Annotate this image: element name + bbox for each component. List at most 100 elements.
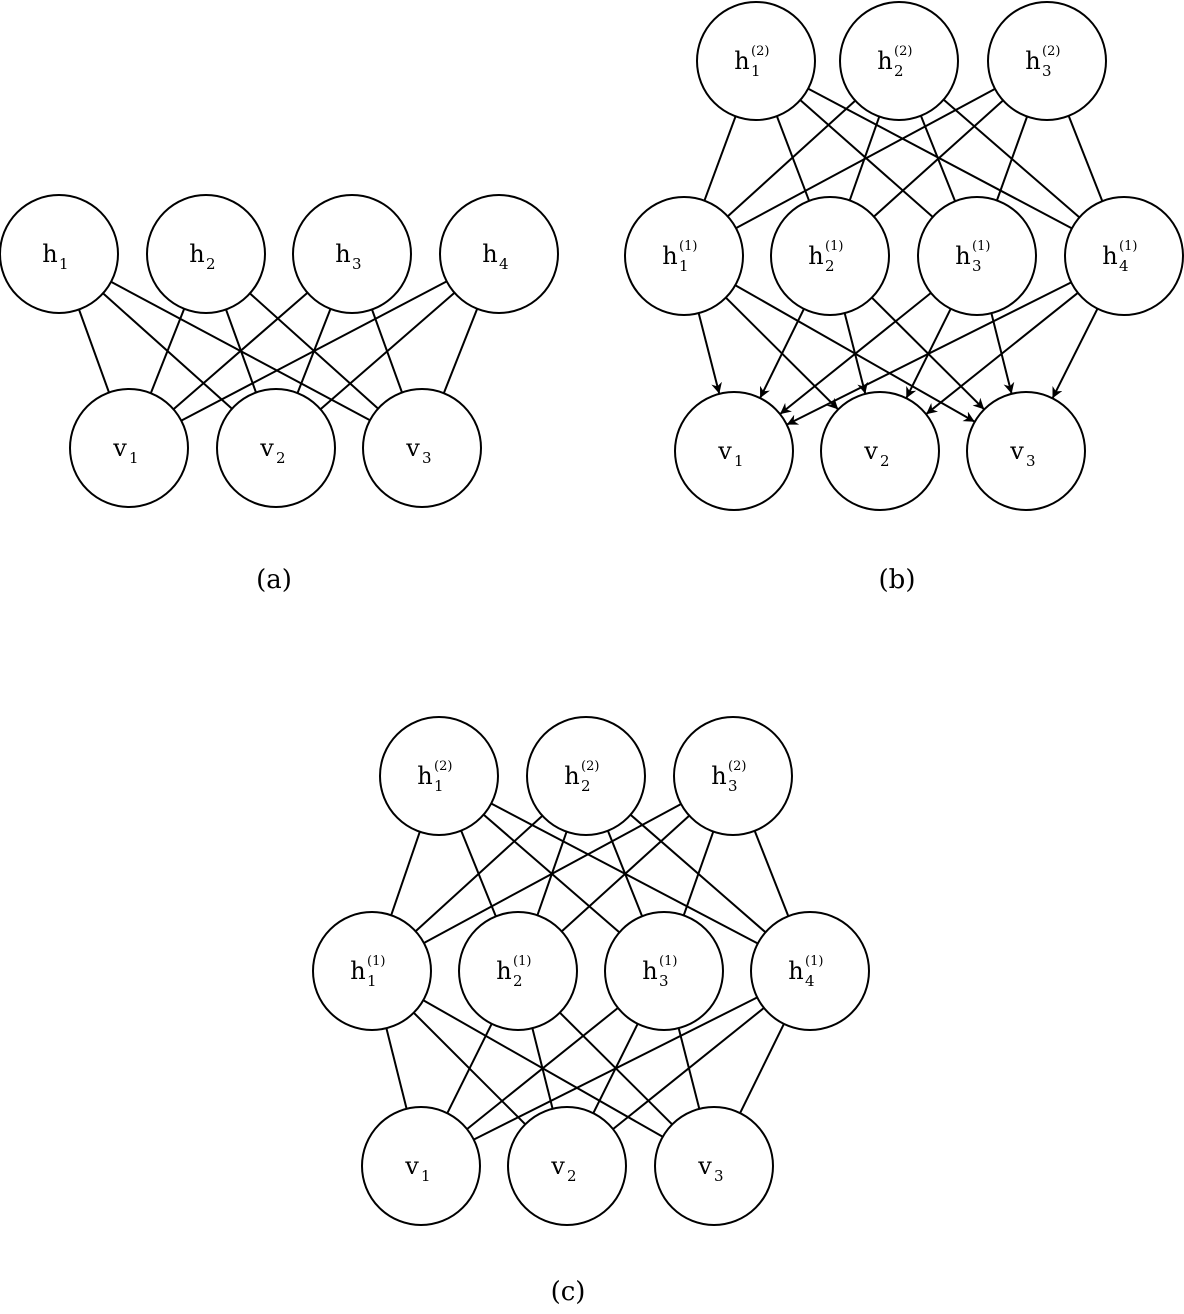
edge-h13-to-v1 [779,292,932,415]
node-v3-circle [654,1106,774,1226]
edge-h23-to-h12 [873,99,1004,218]
node-v1-subscript: 1 [734,452,744,470]
edge-h23-to-h13 [995,116,1029,201]
node-v2-subscript: 2 [276,449,286,467]
node-h22-label: h [877,47,892,75]
edge-h11-to-v1 [697,312,722,395]
panel-a-caption: (a) [256,565,292,595]
node-h23-superscript: (2) [1042,44,1060,59]
node-v3-label: v [405,434,420,462]
node-v3-circle [966,391,1086,511]
node-v1-circle [361,1106,481,1226]
node-v2-label: v [550,1152,565,1180]
node-h12-superscript: (1) [513,954,531,969]
edge-h14-to-v2 [612,1007,765,1130]
node-v1-circle [674,391,794,511]
node-h11-superscript: (1) [679,239,697,254]
edge-h23-to-h12 [561,814,690,933]
edge-h22-to-h11 [414,814,544,933]
node-h12-circle [458,911,578,1031]
node-h12-label: h [496,957,511,985]
node-v2-circle [507,1106,627,1226]
node-h11-label: h [350,957,365,985]
node-v2-circle [820,391,940,511]
node-h23-circle [673,716,793,836]
node-h13-circle [917,196,1037,316]
edge-h4-to-v2 [319,291,456,411]
edge-h21-to-h14 [807,87,1073,230]
edge-h23-to-h14 [1067,115,1104,202]
node-h21-circle [379,716,499,836]
panel-a-edges [78,280,479,422]
node-h3-subscript: 3 [352,255,362,273]
node-h11-subscript: 1 [367,972,377,990]
edge-h21-to-h11 [703,115,737,202]
node-h22-superscript: (2) [894,44,912,59]
edge-h13-to-v1 [466,1007,619,1130]
node-h13-label: h [955,242,970,270]
node-h3-circle [292,194,412,314]
node-h14-subscript: 4 [805,972,815,990]
edge-h21-to-h11 [390,831,421,916]
edge-h22-to-h11 [727,99,856,218]
node-h12-circle [770,196,890,316]
edge-h14-to-v2 [925,292,1079,415]
node-v1-subscript: 1 [129,449,139,467]
node-h1-subscript: 1 [59,255,69,273]
node-h13-label: h [642,957,657,985]
edge-h1-to-v1 [78,309,110,393]
node-h13-superscript: (1) [659,954,677,969]
node-h21-label: h [734,47,749,75]
edge-h12-to-v1 [759,308,805,399]
node-h21-subscript: 1 [751,62,761,80]
node-v2-subscript: 2 [880,452,890,470]
node-h13-circle [604,911,724,1031]
edge-h14-to-v1 [786,281,1072,426]
node-v3-label: v [697,1152,712,1180]
node-v3-circle [362,388,482,508]
node-h12-superscript: (1) [825,239,843,254]
node-h3-label: h [335,240,350,268]
node-v2-circle [216,388,336,508]
node-v2-subscript: 2 [567,1167,577,1185]
node-h4-label: h [482,240,497,268]
node-h23-subscript: 3 [1042,62,1052,80]
node-h13-subscript: 3 [972,257,982,275]
node-h11-superscript: (1) [367,954,385,969]
node-v3-subscript: 3 [422,449,432,467]
node-h22-subscript: 2 [894,62,904,80]
node-h13-subscript: 3 [659,972,669,990]
node-h4-subscript: 4 [499,255,509,273]
node-h22-subscript: 2 [581,777,591,795]
edge-h23-to-h13 [682,831,715,916]
node-h22-superscript: (2) [581,759,599,774]
node-v1-subscript: 1 [421,1167,431,1185]
edge-h4-to-v3 [442,308,479,394]
node-h21-subscript: 1 [434,777,444,795]
node-v2-label: v [863,437,878,465]
